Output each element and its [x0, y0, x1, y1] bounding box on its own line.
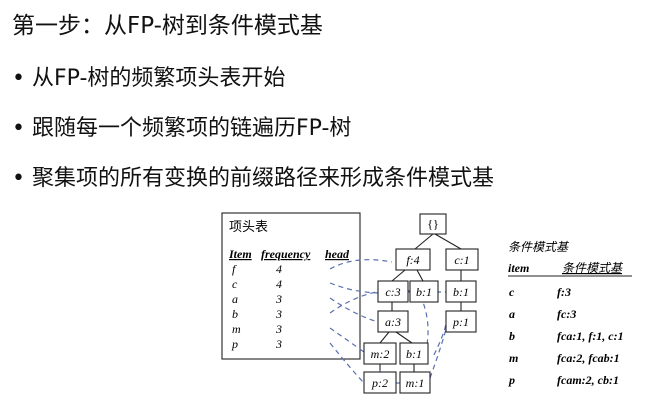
- table-frequency: 4: [276, 262, 282, 276]
- bullet-item: 从FP-树的频繁项头表开始: [12, 64, 494, 114]
- cpb-item: m: [509, 351, 518, 365]
- column-item: Item: [228, 247, 252, 261]
- table-frequency: 3: [275, 322, 282, 336]
- tree-node-label: m:1: [406, 376, 425, 390]
- node-link-arrow: [329, 289, 411, 314]
- tree-node: [363, 342, 397, 365]
- node-link-arrow: [429, 321, 449, 379]
- tree-edge: [391, 269, 406, 282]
- node-link-arrow: [329, 297, 379, 323]
- header-table: 项头表 Item frequency head f 4 c 4 a 3 b 3 …: [221, 212, 361, 360]
- tree-edge: [414, 233, 434, 250]
- conditional-pattern-base-table: 条件模式基 item 条件模式基 c f:3 a fc:3 b fca:1, f…: [508, 240, 632, 387]
- bullet-item: 跟随每一个频繁项的链遍历FP-树: [12, 114, 494, 164]
- tree-node: [409, 280, 439, 303]
- tree-node: [399, 371, 431, 394]
- table-item: c: [232, 277, 238, 291]
- tree-edge: [416, 269, 424, 282]
- cpb-item: p: [508, 373, 515, 387]
- tree-node-label: m:2: [371, 347, 390, 361]
- node-link-arrow: [329, 327, 365, 353]
- cpb-column-item: item: [508, 261, 529, 275]
- tree-node-label: c:1: [454, 253, 469, 267]
- tree-node-label: p:1: [452, 315, 469, 329]
- cpb-base: fca:2, fcab:1: [557, 351, 620, 365]
- tree-node-label: b:1: [406, 347, 422, 361]
- tree-node-label: c:3: [385, 285, 400, 299]
- cpb-item: c: [509, 285, 515, 299]
- bullet-item: 聚集项的所有变换的前缀路径来形成条件模式基: [12, 164, 494, 214]
- cpb-base: f:3: [557, 285, 571, 299]
- tree-node-label: b:1: [416, 285, 432, 299]
- bullet-list: 从FP-树的频繁项头表开始 跟随每一个频繁项的链遍历FP-树 聚集项的所有变换的…: [12, 64, 494, 214]
- tree-node: [445, 310, 477, 333]
- tree-nodes: {} f:4 c:1 c:3 b:1 b:1 a:3 p:1 m:2 b:1 p…: [363, 213, 479, 394]
- table-frequency: 3: [275, 337, 282, 351]
- cpb-base: fca:1, f:1, c:1: [557, 329, 624, 343]
- cpb-item: a: [509, 307, 515, 321]
- tree-node-label: f:4: [406, 253, 419, 267]
- node-link-arrow: [329, 342, 365, 384]
- cpb-base: fcam:2, cb:1: [557, 373, 619, 387]
- tree-node: [445, 280, 477, 303]
- tree-node: [445, 248, 479, 271]
- tree-node: [395, 248, 431, 271]
- tree-node-label: a:3: [385, 315, 401, 329]
- table-frequency: 3: [275, 292, 282, 306]
- table-frequency: 4: [276, 277, 282, 291]
- tree-edge: [434, 233, 462, 250]
- table-item: a: [232, 292, 238, 306]
- cpb-title: 条件模式基: [508, 240, 570, 254]
- tree-node: [377, 280, 409, 303]
- tree-edge: [379, 331, 390, 344]
- column-frequency: frequency: [261, 247, 311, 261]
- slide-title: 第一步：从FP-树到条件模式基: [12, 13, 323, 39]
- tree-edge: [395, 331, 413, 344]
- cpb-column-base: 条件模式基: [562, 261, 624, 275]
- column-head: head: [325, 247, 350, 261]
- table-item: m: [232, 322, 241, 336]
- tree-node-label: b:1: [453, 285, 469, 299]
- tree-root-label: {}: [427, 217, 439, 231]
- header-table-frame: [221, 212, 361, 360]
- table-item: f: [232, 262, 237, 276]
- table-frequency: 3: [275, 307, 282, 321]
- cpb-item: b: [509, 329, 515, 343]
- tree-node: [363, 371, 397, 394]
- table-item: b: [232, 307, 238, 321]
- cpb-base: fc:3: [557, 307, 576, 321]
- node-link-arrow: [433, 321, 447, 356]
- tree-node: [377, 310, 409, 333]
- tree-edges: [379, 233, 462, 372]
- header-table-title: 项头表: [229, 220, 268, 235]
- tree-root: [419, 213, 447, 235]
- tree-node: [399, 342, 429, 365]
- node-link-arrow: [329, 259, 393, 270]
- tree-node-label: p:2: [371, 376, 388, 390]
- table-item: p: [231, 337, 238, 351]
